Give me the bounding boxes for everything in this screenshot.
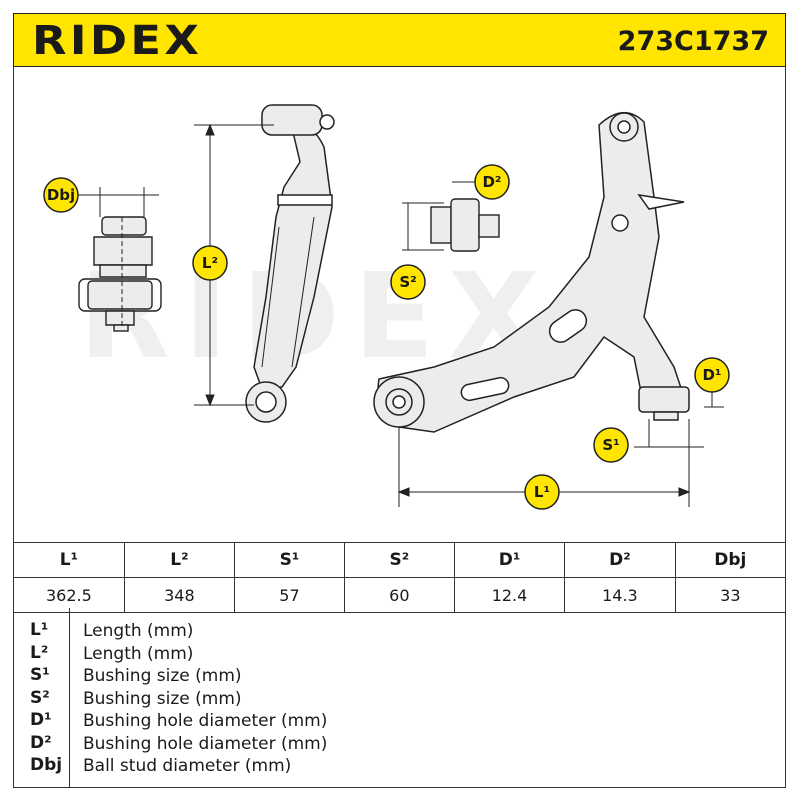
svg-text:S¹: S¹: [602, 436, 619, 454]
side-view-arm: [245, 104, 335, 423]
legend-code: S²: [30, 688, 50, 708]
brand-logo: RIDEX: [32, 18, 203, 64]
legend-row: D² Bushing hole diameter (mm): [14, 733, 787, 755]
legend-text: Bushing hole diameter (mm): [83, 734, 328, 754]
value-cell: 12.4: [453, 577, 566, 613]
part-number: 273C1737: [617, 26, 769, 57]
technical-drawing: RIDEX Dbj: [13, 67, 786, 542]
value-cell: 33: [674, 577, 787, 613]
header-bar: RIDEX 273C1737: [13, 13, 786, 67]
legend-text: Bushing size (mm): [83, 689, 242, 709]
header-cell: S¹: [234, 542, 345, 578]
drawing-canvas: RIDEX Dbj: [43, 104, 730, 510]
legend-code: Dbj: [30, 755, 63, 775]
spec-table: L¹ L² S¹ S² D¹ D² Dbj 362.5 348 57 60 12…: [13, 542, 787, 613]
svg-text:D²: D²: [482, 173, 501, 191]
legend-code: L²: [30, 643, 49, 663]
value-cell: 57: [234, 577, 345, 613]
legend-text: Length (mm): [83, 644, 194, 664]
header-cell: S²: [343, 542, 455, 578]
badge-l2: L²: [192, 245, 228, 281]
header-cell: D¹: [453, 542, 566, 578]
legend-row: L² Length (mm): [14, 643, 787, 665]
control-arm-top-view: [373, 112, 690, 433]
legend-code: D²: [30, 733, 52, 753]
legend-divider: [69, 608, 70, 788]
badge-d2: D²: [474, 164, 510, 200]
header-cell: L¹: [13, 542, 125, 578]
badge-s2: S²: [390, 264, 426, 300]
badge-s1: S¹: [593, 427, 629, 463]
legend-text: Length (mm): [83, 621, 194, 641]
value-cell: 14.3: [564, 577, 676, 613]
legend-box: L¹ Length (mm) L² Length (mm) S¹ Bushing…: [13, 608, 786, 788]
legend-row: S¹ Bushing size (mm): [14, 665, 787, 687]
badge-d1: D¹: [694, 357, 730, 393]
svg-text:L²: L²: [202, 254, 218, 272]
bushing-s2-drawing: [430, 198, 500, 252]
legend-row: L¹ Length (mm): [14, 620, 787, 642]
value-cell: 362.5: [13, 577, 125, 613]
legend-code: S¹: [30, 665, 50, 685]
svg-text:D¹: D¹: [702, 366, 721, 384]
spec-header-row: L¹ L² S¹ S² D¹ D² Dbj: [13, 542, 787, 578]
legend-text: Ball stud diameter (mm): [83, 756, 292, 776]
header-cell: L²: [123, 542, 236, 578]
value-cell: 60: [343, 577, 455, 613]
legend-row: S² Bushing size (mm): [14, 688, 787, 710]
spec-value-row: 362.5 348 57 60 12.4 14.3 33: [13, 577, 787, 613]
header-cell: D²: [564, 542, 676, 578]
legend-text: Bushing size (mm): [83, 666, 242, 686]
ball-joint-drawing: [78, 216, 162, 332]
dbj-dimension: [74, 187, 159, 217]
badge-dbj: Dbj: [43, 177, 79, 213]
legend-code: D¹: [30, 710, 52, 730]
svg-text:Dbj: Dbj: [47, 186, 75, 204]
legend-row: Dbj Ball stud diameter (mm): [14, 755, 787, 777]
svg-text:L¹: L¹: [534, 483, 550, 501]
header-cell: Dbj: [674, 542, 787, 578]
legend-row: D¹ Bushing hole diameter (mm): [14, 710, 787, 732]
legend-code: L¹: [30, 620, 49, 640]
badge-l1: L¹: [524, 474, 560, 510]
svg-text:S²: S²: [399, 273, 416, 291]
value-cell: 348: [123, 577, 236, 613]
legend-text: Bushing hole diameter (mm): [83, 711, 328, 731]
